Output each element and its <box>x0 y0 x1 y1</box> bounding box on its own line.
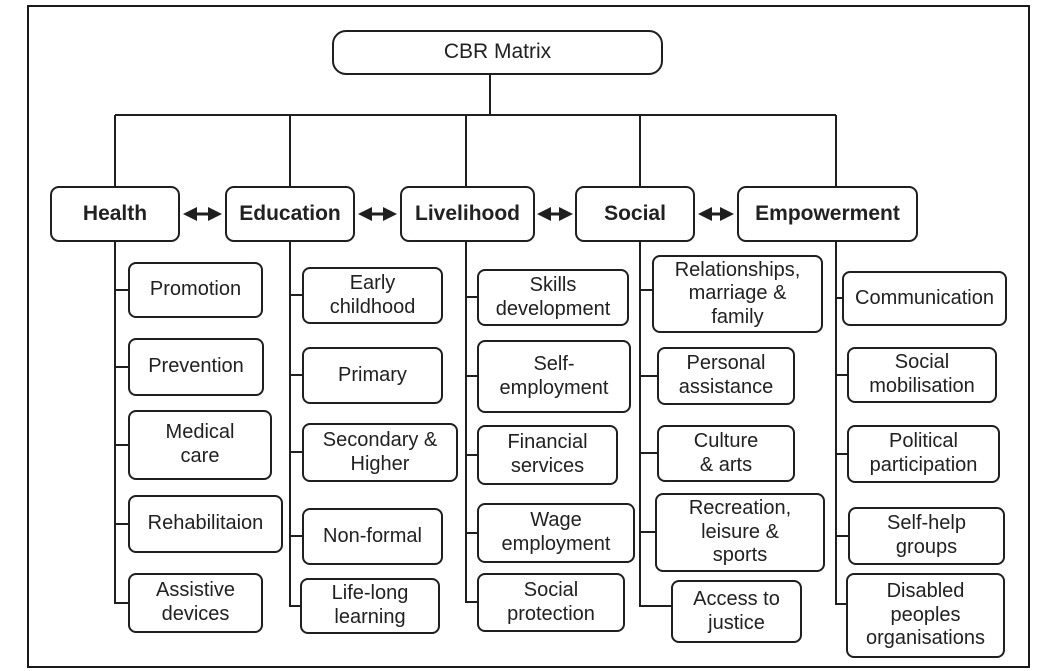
livelihood-item-stubs <box>466 296 477 534</box>
node-empowerment-political-participation: Political participation <box>847 425 1000 483</box>
diagram-frame <box>27 5 1030 668</box>
health-item-stubs <box>115 289 128 525</box>
node-social: Social <box>575 186 695 242</box>
node-health-prevention: Prevention <box>128 338 264 396</box>
health-spine <box>114 115 128 604</box>
node-cbr-matrix: CBR Matrix <box>332 30 663 75</box>
node-livelihood-financial-services: Financial services <box>477 425 618 485</box>
livelihood-spine <box>465 115 477 603</box>
node-health-medical-care: Medical care <box>128 410 272 480</box>
node-education-primary: Primary <box>302 347 443 404</box>
node-social-access-to-justice: Access to justice <box>671 580 802 643</box>
node-health: Health <box>50 186 180 242</box>
node-social-recreation-leisure-sports: Recreation, leisure & sports <box>655 493 825 572</box>
node-social-relationships-marriage-family: Relationships, marriage & family <box>652 255 823 333</box>
node-education: Education <box>225 186 355 242</box>
node-social-personal-assistance: Personal assistance <box>657 347 795 405</box>
bidirectional-arrow-icon <box>537 207 573 221</box>
bidirectional-arrow-icon <box>698 207 734 221</box>
node-education-non-formal: Non-formal <box>302 508 443 565</box>
node-empowerment: Empowerment <box>737 186 918 242</box>
node-livelihood-social-protection: Social protection <box>477 573 625 632</box>
header-link-arrows <box>183 207 734 221</box>
social-item-stubs <box>640 289 657 533</box>
node-empowerment-social-mobilisation: Social mobilisation <box>847 347 997 403</box>
node-social-culture-arts: Culture & arts <box>657 425 795 482</box>
node-livelihood-wage-employment: Wage employment <box>477 503 635 563</box>
node-livelihood: Livelihood <box>400 186 535 242</box>
education-spine <box>289 115 300 607</box>
node-empowerment-disabled-peoples-organisations: Disabled peoples organisations <box>846 573 1005 658</box>
empowerment-item-stubs <box>836 297 848 537</box>
node-health-promotion: Promotion <box>128 262 263 318</box>
node-education-secondary-higher: Secondary & Higher <box>302 423 458 482</box>
node-health-rehabilitation: Rehabilitaion <box>128 495 283 553</box>
node-empowerment-communication: Communication <box>842 271 1007 326</box>
node-livelihood-self-employment: Self- employment <box>477 340 631 413</box>
node-education-life-long-learning: Life-long learning <box>300 578 440 634</box>
bidirectional-arrow-icon <box>183 207 222 221</box>
node-empowerment-self-help-groups: Self-help groups <box>848 507 1005 565</box>
tree-connectors <box>114 75 848 607</box>
education-item-stubs <box>290 294 302 537</box>
empowerment-spine <box>835 115 846 605</box>
node-education-early-childhood: Early childhood <box>302 267 443 324</box>
node-health-assistive-devices: Assistive devices <box>128 573 263 633</box>
social-spine <box>639 115 671 607</box>
bidirectional-arrow-icon <box>358 207 397 221</box>
node-livelihood-skills-development: Skills development <box>477 269 629 326</box>
